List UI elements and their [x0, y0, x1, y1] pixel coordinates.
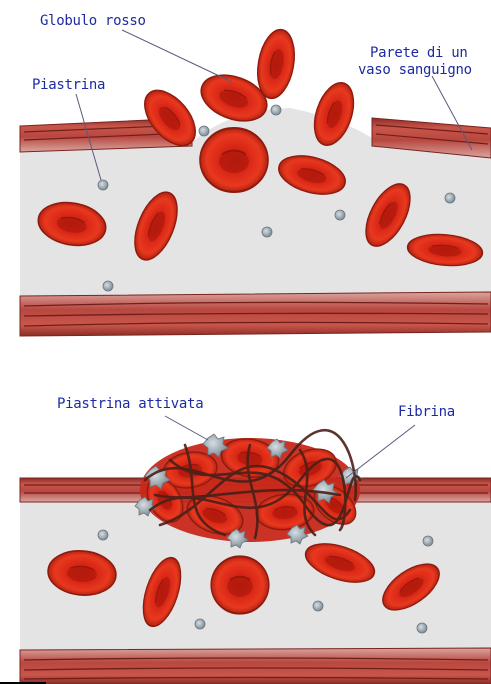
platelet-icon [445, 193, 455, 203]
platelet-icon [417, 623, 427, 633]
platelet-icon [423, 536, 433, 546]
platelet-icon [335, 210, 345, 220]
platelet-icon [271, 105, 281, 115]
platelet-icon [98, 530, 108, 540]
label-fibrina: Fibrina [398, 404, 455, 420]
label-parete-line1: Parete di un [370, 45, 468, 61]
label-piastrina-attivata: Piastrina attivata [57, 396, 203, 412]
label-piastrina: Piastrina [32, 77, 105, 93]
red-blood-cell-icon [211, 556, 269, 613]
platelet-icon [313, 601, 323, 611]
platelet-icon [262, 227, 272, 237]
label-globulo-rosso: Globulo rosso [40, 13, 146, 29]
platelet-icon [98, 180, 108, 190]
label-parete-line2: vaso sanguigno [358, 62, 472, 78]
platelet-icon [103, 281, 113, 291]
platelet-icon [199, 126, 209, 136]
red-blood-cell-icon [200, 128, 268, 192]
platelet-icon [195, 619, 205, 629]
